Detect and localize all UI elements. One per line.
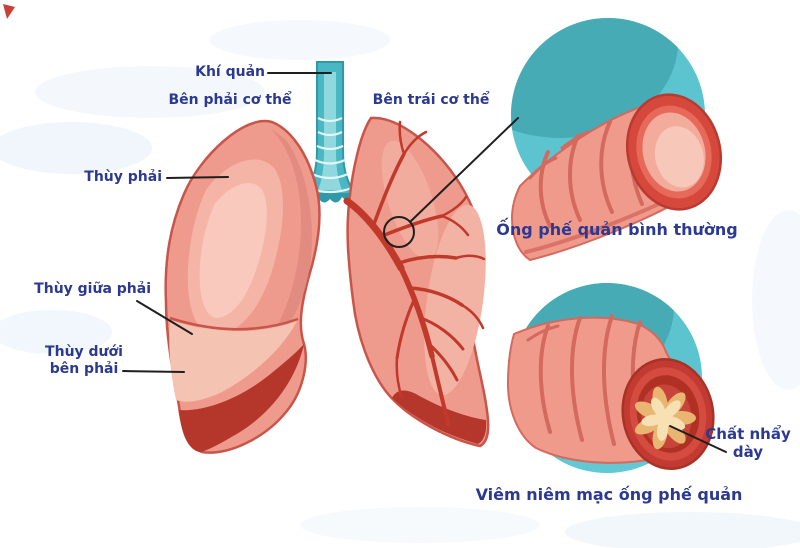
caption-normal-bronchial-tube: Ống phế quản bình thường [496, 220, 738, 239]
label-thick-mucus: Chất nhẩy dày [705, 425, 791, 461]
left-lung-illustration [343, 116, 490, 448]
caption-inflamed-bronchial-mucosa: Viêm niêm mạc ống phế quản [475, 485, 743, 504]
label-right-lower-lobe: Thùy dưới bên phải [45, 344, 123, 377]
normal-tube-opening [625, 93, 723, 211]
label-right-lobe: Thùy phải [84, 169, 162, 185]
trachea-illustration [301, 61, 359, 203]
pointer-lines [122, 72, 727, 453]
bronchial-tree [343, 120, 486, 426]
label-right-middle-lobe: Thùy giữa phải [34, 281, 151, 297]
right-lung-illustration [164, 119, 321, 454]
inset-normal-bronchus [510, 18, 723, 262]
label-body-left-side: Bên trái cơ thể [372, 92, 490, 108]
label-body-right-side: Bên phải cơ thể [168, 92, 292, 108]
background-tint [0, 20, 800, 548]
corner-red-mark [3, 4, 15, 19]
magnified-area-circle [383, 216, 415, 248]
thick-mucus-illustration [634, 386, 696, 450]
label-trachea: Khí quản [195, 64, 265, 80]
